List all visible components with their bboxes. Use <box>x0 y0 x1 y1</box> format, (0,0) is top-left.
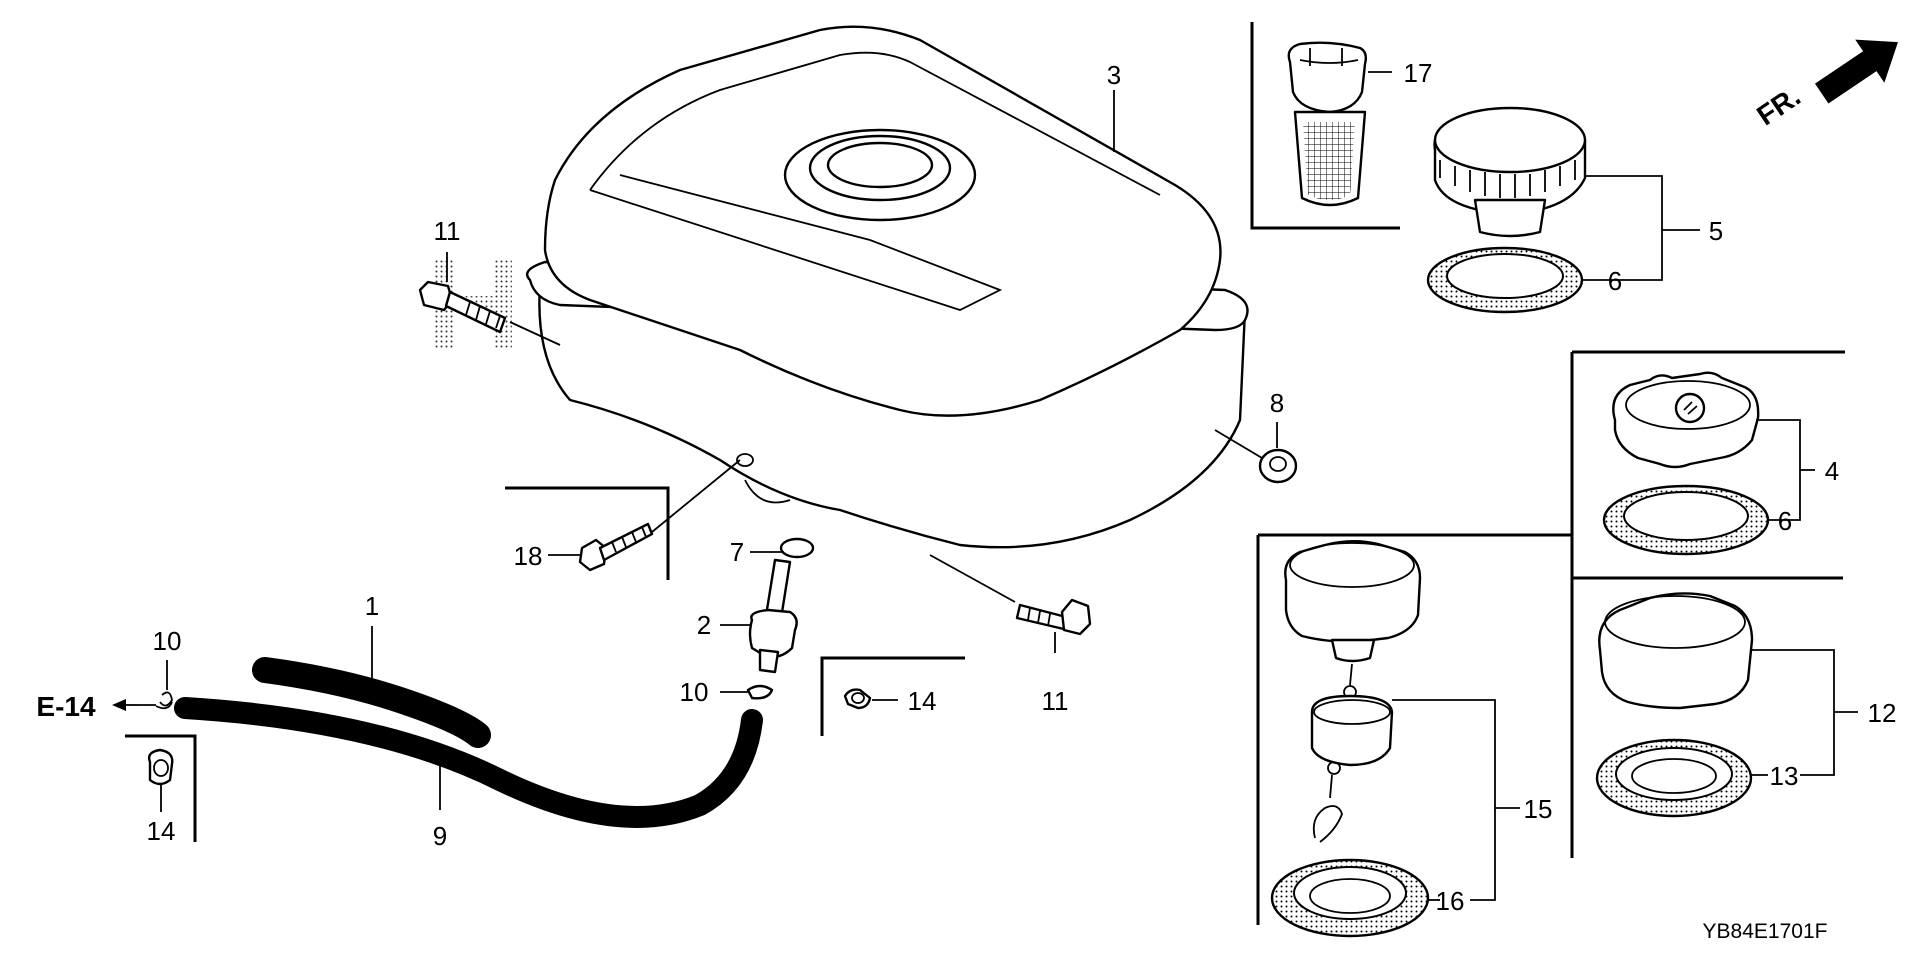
flange-bolt-top[interactable] <box>418 280 507 334</box>
front-arrow-icon <box>1814 39 1898 104</box>
strainer-frame <box>1250 22 1400 230</box>
label-valve-gasket: 7 <box>730 537 744 567</box>
fuel-cap-a[interactable] <box>1612 371 1760 469</box>
cap-panel-frame <box>1256 350 1845 925</box>
clamp-frame-left <box>125 734 197 842</box>
label-fuel-cap-c: 12 <box>1868 698 1897 728</box>
label-flange-bolt-top: 11 <box>434 216 461 246</box>
flange-nut[interactable] <box>1258 448 1298 484</box>
valve-gasket[interactable] <box>779 537 815 559</box>
cap-packing-b[interactable] <box>1426 246 1584 314</box>
fuel-strainer[interactable] <box>1287 41 1368 207</box>
front-marker-label: FR. <box>1751 80 1806 131</box>
fuel-valve[interactable] <box>748 558 798 674</box>
leader-lines <box>112 71 1858 901</box>
label-cap-packing-a: 6 <box>1778 506 1792 536</box>
label-flange-nut: 8 <box>1270 388 1284 418</box>
label-tube-clamp-left: 14 <box>147 816 176 846</box>
label-tube-clamp-mid: 14 <box>908 686 937 716</box>
fuel-tank[interactable] <box>525 25 1249 549</box>
label-fuel-tube-short: 1 <box>365 591 379 621</box>
label-fuel-cap-d: 15 <box>1524 794 1553 824</box>
tube-clamp-mid[interactable] <box>843 688 872 710</box>
tube-clip-left[interactable] <box>155 691 173 710</box>
cap-packing-a[interactable] <box>1602 484 1770 556</box>
label-tube-clip-left: 10 <box>153 626 182 656</box>
fuel-cap-b[interactable] <box>1433 106 1587 238</box>
clamp-frame-mid <box>820 656 965 736</box>
tank-bolt[interactable] <box>578 522 654 572</box>
label-tube-clip-valve: 10 <box>680 677 709 707</box>
fuel-cap-d[interactable] <box>1284 540 1422 843</box>
label-fuel-cap-a: 4 <box>1825 456 1839 486</box>
flange-bolt-bottom[interactable] <box>1015 598 1092 636</box>
label-cap-gasket: 16 <box>1436 886 1465 916</box>
label-fuel-cap-b: 5 <box>1709 216 1723 246</box>
reference-e14: E-14 <box>36 691 96 722</box>
tube-clip-valve[interactable] <box>746 684 774 700</box>
tank-bolt-frame <box>505 486 670 580</box>
cap-gasket[interactable] <box>1270 858 1430 938</box>
label-fuel-tank: 3 <box>1107 60 1121 90</box>
label-cap-packing-b: 6 <box>1608 266 1622 296</box>
label-flange-bolt-bottom: 11 <box>1042 686 1069 716</box>
diagram-code: YB84E1701F <box>1703 920 1828 943</box>
label-fuel-strainer: 17 <box>1404 58 1433 88</box>
label-tank-bolt: 18 <box>514 541 543 571</box>
label-fuel-tube-long: 9 <box>433 821 447 851</box>
tube-clamp-left[interactable] <box>147 748 174 786</box>
cap-seal[interactable] <box>1595 738 1753 818</box>
fuel-cap-c[interactable] <box>1598 592 1754 710</box>
label-fuel-valve: 2 <box>697 610 711 640</box>
label-cap-seal: 13 <box>1770 761 1799 791</box>
